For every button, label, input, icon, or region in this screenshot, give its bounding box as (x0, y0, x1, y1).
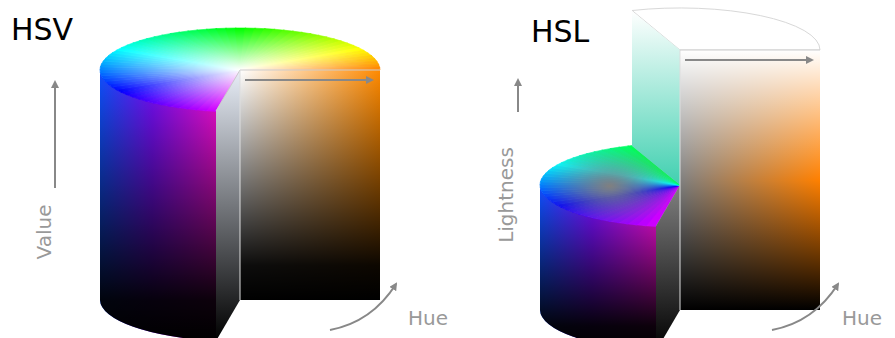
model-title: HSV (11, 15, 73, 45)
axis-label: Lightness (496, 147, 516, 243)
hsv-cylinder (100, 28, 380, 338)
arrows (55, 60, 838, 330)
axis-label: Hue (408, 308, 448, 328)
axis-label: Hue (842, 308, 882, 328)
hsl-cylinder (540, 8, 820, 338)
model-title: HSL (531, 17, 589, 47)
axis-label: Value (34, 205, 54, 260)
